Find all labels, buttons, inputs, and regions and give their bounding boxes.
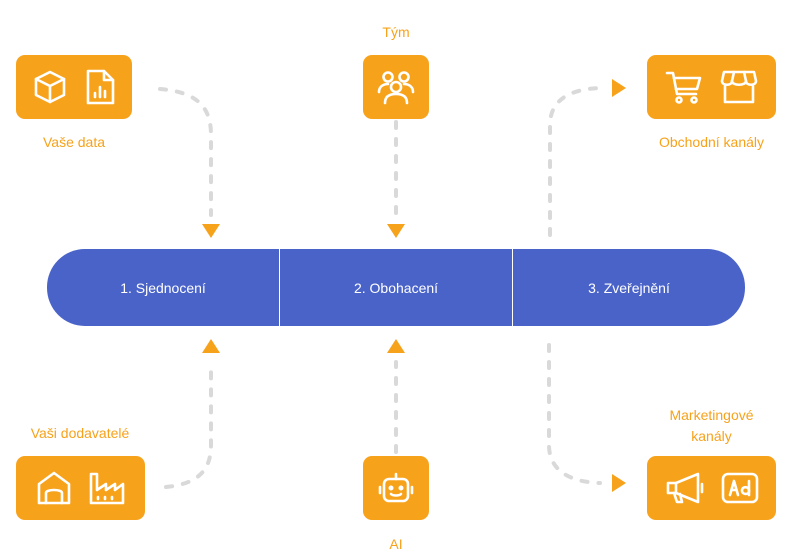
connector-data-to-unify	[158, 87, 213, 217]
connector-publish-to-marketing	[547, 343, 602, 485]
team-label: Tým	[382, 24, 410, 40]
commerce-channels-box	[647, 55, 776, 119]
marketing-label-line2: kanály	[691, 428, 732, 444]
step-unify: 1. Sjednocení	[120, 279, 206, 296]
commerce-channels-label: Obchodní kanály	[658, 134, 765, 150]
step-publish: 3. Zveřejnění	[512, 249, 745, 326]
arrowhead-down-unify	[202, 224, 220, 238]
suppliers-label: Vaši dodavatelé	[30, 425, 130, 441]
team-box	[363, 55, 429, 119]
connector-publish-to-commerce	[548, 86, 602, 237]
arrowhead-right-commerce	[612, 79, 626, 97]
marketing-channels-label: Marketingové kanály	[640, 405, 783, 447]
pipeline-bar: 1. Sjednocení 2. Obohacení 3. Zveřejnění	[47, 249, 745, 326]
connector-lines	[158, 79, 626, 492]
megaphone-icon	[665, 470, 705, 506]
suppliers-box	[16, 456, 145, 520]
connector-suppliers-to-unify	[164, 360, 213, 489]
report-icon	[84, 68, 116, 106]
robot-icon	[378, 471, 414, 505]
ai-box	[363, 456, 429, 520]
your-data-box	[16, 55, 132, 119]
arrowhead-up-enrich	[387, 339, 405, 353]
warehouse-icon	[36, 470, 72, 506]
step-enrich: 2. Obohacení	[279, 249, 512, 326]
arrowhead-down-enrich	[387, 224, 405, 238]
team-icon	[376, 68, 416, 106]
box-icon	[32, 69, 68, 105]
your-data-label: Vaše data	[42, 134, 105, 150]
cart-icon	[665, 68, 703, 106]
marketing-label-line1: Marketingové	[669, 407, 754, 423]
arrowhead-right-marketing	[612, 474, 626, 492]
ad-icon	[721, 471, 759, 505]
store-icon	[719, 68, 759, 106]
factory-icon	[88, 470, 126, 506]
marketing-channels-box	[647, 456, 776, 520]
ai-label: AI	[389, 536, 403, 552]
arrowhead-up-unify	[202, 339, 220, 353]
